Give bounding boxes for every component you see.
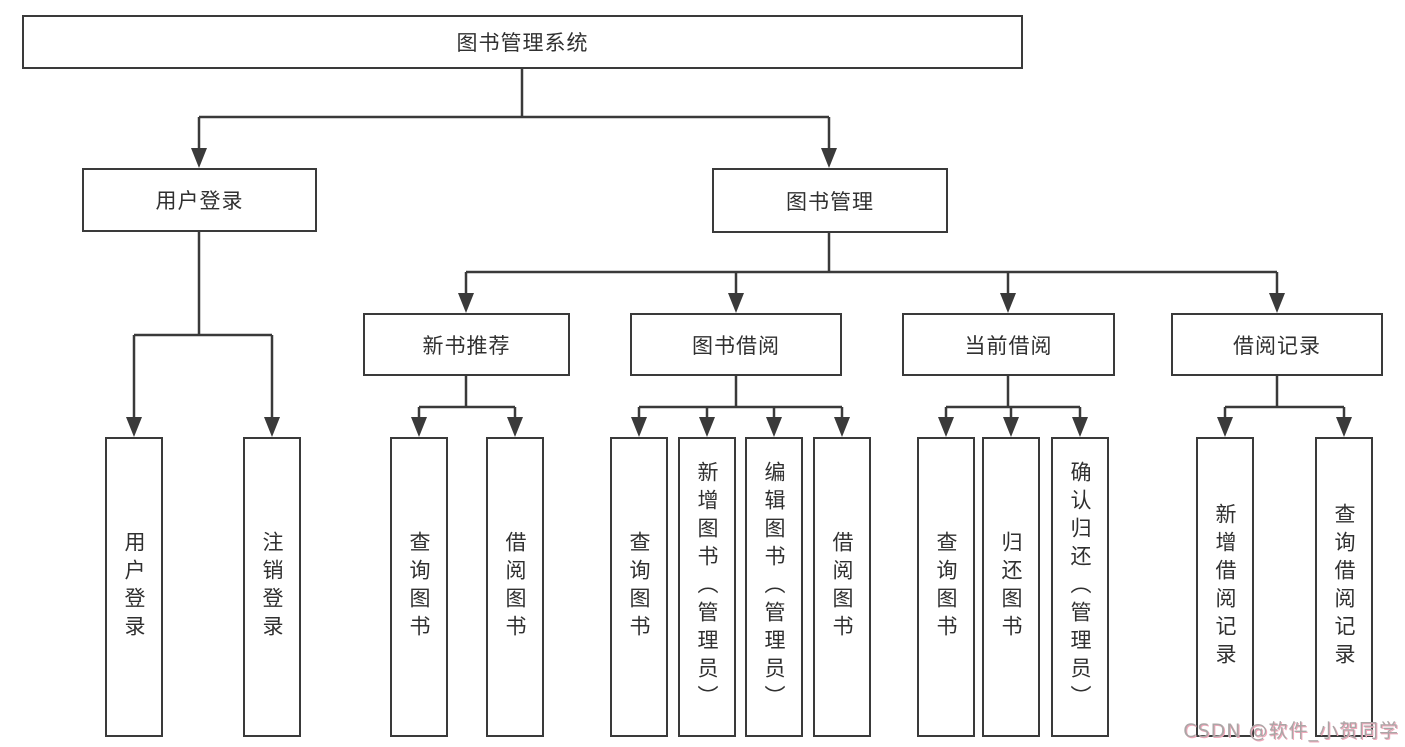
leaf-query-books-current: 查询图书 — [917, 437, 975, 737]
leaf-borrow-books: 借阅图书 — [813, 437, 871, 737]
node-book-borrowing: 图书借阅 — [630, 313, 842, 376]
node-book-management-branch: 图书管理 — [712, 168, 948, 233]
node-library-system: 图书管理系统 — [22, 15, 1023, 69]
leaf-borrow-books-recommend: 借阅图书 — [486, 437, 544, 737]
leaf-add-borrow-record: 新增借阅记录 — [1196, 437, 1254, 737]
csdn-watermark: CSDN @软件_小贺同学 — [1183, 720, 1399, 742]
leaf-return-books: 归还图书 — [982, 437, 1040, 737]
leaf-logout: 注销登录 — [243, 437, 301, 737]
node-current-borrowing: 当前借阅 — [902, 313, 1115, 376]
node-borrow-records: 借阅记录 — [1171, 313, 1383, 376]
leaf-confirm-return-admin: 确认归还（管理员） — [1051, 437, 1109, 737]
leaf-user-login: 用户登录 — [105, 437, 163, 737]
leaf-add-books-admin: 新增图书（管理员） — [678, 437, 736, 737]
leaf-edit-books-admin: 编辑图书（管理员） — [745, 437, 803, 737]
leaf-query-books-borrowing: 查询图书 — [610, 437, 668, 737]
node-new-book-recommend: 新书推荐 — [363, 313, 570, 376]
node-user-login-branch: 用户登录 — [82, 168, 317, 232]
leaf-query-books-recommend: 查询图书 — [390, 437, 448, 737]
leaf-query-borrow-record: 查询借阅记录 — [1315, 437, 1373, 737]
